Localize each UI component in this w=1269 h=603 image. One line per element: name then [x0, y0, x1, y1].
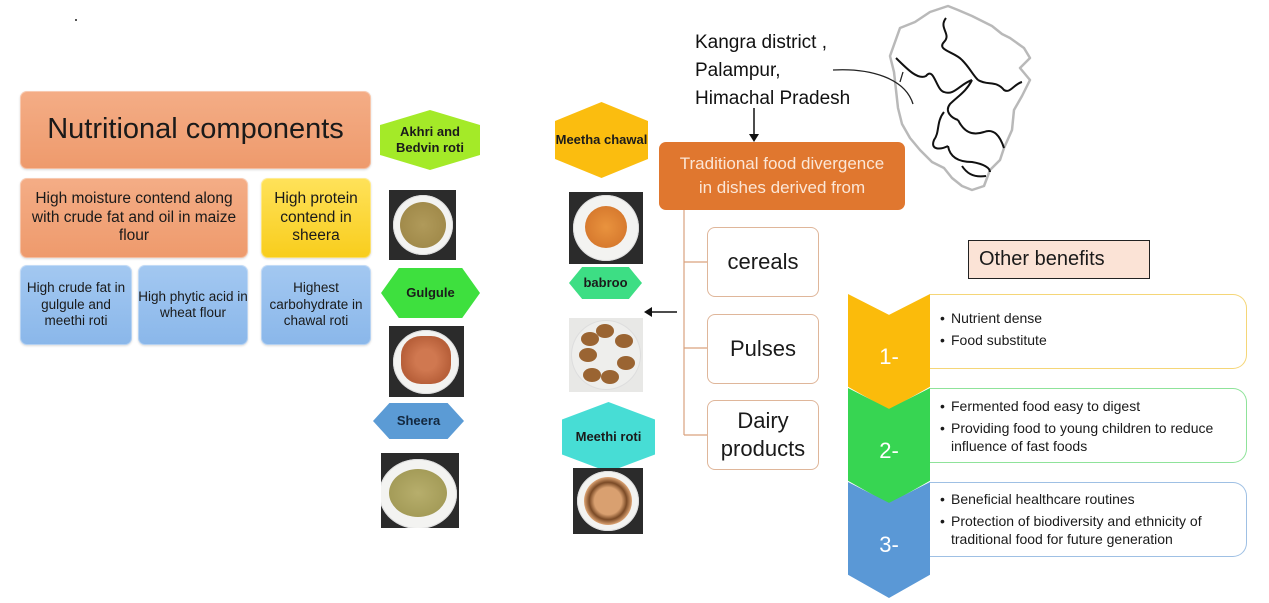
- arrow-left-icon: [644, 307, 677, 317]
- dish-label: Meetha chawal: [555, 132, 648, 148]
- benefit-number: 3-: [879, 532, 899, 557]
- himachal-pradesh-map-icon: [832, 4, 1032, 192]
- sheera-protein-box: High protein contend in sheera: [261, 178, 371, 258]
- benefit-bullet: Fermented food easy to digest: [940, 397, 1236, 415]
- meetha-chawal-photo: [569, 192, 643, 264]
- hex-babroo: babroo: [569, 267, 642, 299]
- benefit-bullet: Providing food to young children to redu…: [940, 419, 1236, 455]
- hex-meethi-roti: Meethi roti: [562, 402, 655, 472]
- tree-connector: [683, 210, 708, 436]
- dish-label: Meethi roti: [575, 429, 642, 445]
- nutritional-components-title: Nutritional components: [20, 91, 371, 169]
- benefit-chevron-1: 1-: [848, 294, 930, 410]
- dish-label: Akhri and Bedvin roti: [396, 124, 464, 155]
- traditional-title-line-2: in dishes derived from: [698, 178, 866, 197]
- carbohydrate-box: Highest carbohydrate in chawal roti: [261, 265, 371, 345]
- location-label: Kangra district , Palampur, Himachal Pra…: [695, 29, 850, 113]
- phytic-acid-box: High phytic acid in wheat flour: [138, 265, 248, 345]
- hex-sheera: Sheera: [373, 403, 464, 439]
- hex-meetha-chawal: Meetha chawal: [555, 102, 648, 178]
- benefit-box-2: Fermented food easy to digest Providing …: [930, 388, 1247, 463]
- category-cereals: cereals: [707, 227, 819, 297]
- other-benefits-title: Other benefits: [968, 240, 1150, 279]
- benefit-bullet: Food substitute: [940, 331, 1236, 349]
- benefit-bullet: Beneficial healthcare routines: [940, 490, 1236, 508]
- dish-label: Gulgule: [406, 285, 455, 301]
- hex-akhri-bedvin-roti: Akhri and Bedvin roti: [380, 110, 480, 170]
- benefit-bullet: Nutrient dense: [940, 309, 1236, 327]
- hex-gulgule: Gulgule: [381, 268, 480, 318]
- roti-photo: [389, 190, 456, 260]
- traditional-title-line-1: Traditional food divergence: [679, 154, 885, 173]
- location-line-1: Kangra district ,: [695, 32, 827, 53]
- arrow-down-icon: [749, 108, 759, 142]
- location-line-3: Himachal Pradesh: [695, 88, 851, 109]
- dish-label: Sheera: [396, 413, 441, 429]
- location-line-2: Palampur,: [695, 60, 781, 81]
- dish-label: babroo: [583, 275, 628, 291]
- gulgule-photo: [389, 326, 464, 397]
- category-dairy-products: Dairy products: [707, 400, 819, 470]
- meethi-roti-photo: [573, 468, 643, 534]
- benefit-box-3: Beneficial healthcare routines Protectio…: [930, 482, 1247, 557]
- benefit-number: 1-: [879, 344, 899, 369]
- sheera-photo: [381, 453, 459, 528]
- category-pulses: Pulses: [707, 314, 819, 384]
- babroo-photo: [569, 318, 643, 392]
- benefit-box-1: Nutrient dense Food substitute: [930, 294, 1247, 369]
- crude-fat-box: High crude fat in gulgule and meethi rot…: [20, 265, 132, 345]
- maize-flour-box: High moisture contend along with crude f…: [20, 178, 248, 258]
- traditional-food-box: Traditional food divergence in dishes de…: [659, 142, 905, 210]
- benefit-number: 2-: [879, 438, 899, 463]
- benefit-bullet: Protection of biodiversity and ethnicity…: [940, 512, 1236, 548]
- stray-dot: [75, 19, 77, 21]
